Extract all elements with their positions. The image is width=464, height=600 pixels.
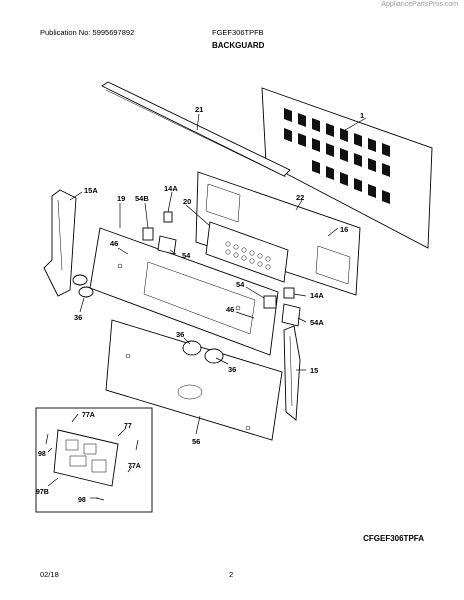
callout-21: 21 [195, 105, 203, 114]
section-title: BACKGUARD [212, 41, 265, 50]
callout-16: 16 [340, 225, 348, 234]
callout-56: 56 [192, 437, 200, 446]
callout-46-top: 46 [110, 239, 118, 248]
callout-14a-mid: 14A [310, 291, 324, 300]
part-20-control-board [205, 221, 289, 283]
callout-77a-bottom: 77A [128, 463, 141, 470]
reference-code: CFGEF306TPFA [363, 534, 424, 543]
callout-46-mid: 46 [226, 305, 234, 314]
part-16-backguard-frame [195, 171, 361, 296]
callout-77a-top: 77A [82, 412, 95, 419]
callout-1: 1 [360, 111, 364, 120]
callout-54-mid: 54 [236, 280, 245, 289]
part-56-control-panel [105, 319, 283, 441]
part-21-top-trim [101, 81, 291, 178]
footer-date: 02/18 [40, 570, 59, 579]
callout-98-bottom: 98 [78, 497, 86, 504]
model-number: FGEF306TPFB [212, 28, 264, 37]
callout-15: 15 [310, 366, 318, 375]
callout-98-left: 98 [38, 451, 46, 458]
callout-36-left: 36 [74, 313, 82, 322]
callout-54b: 54B [135, 194, 149, 203]
part-14a-top-switch [163, 211, 173, 223]
callout-97b: 97B [36, 489, 49, 496]
callout-77: 77 [124, 423, 132, 430]
part-54a-switch [281, 303, 301, 327]
knobs-36-left [72, 274, 94, 298]
watermark-text: AppliancePartsPros.com [381, 1, 458, 8]
callout-54a: 54A [310, 318, 324, 327]
part-15a-left-bracket [43, 189, 77, 297]
callout-54-top: 54 [182, 251, 191, 260]
callout-22: 22 [296, 193, 304, 202]
callout-20: 20 [183, 197, 191, 206]
rear-panel-vents [284, 108, 390, 204]
part-15-right-bracket [283, 325, 301, 421]
publication-number: Publication No: 5995697892 [40, 28, 135, 37]
part-54b-switch [142, 227, 154, 241]
callout-19: 19 [117, 194, 125, 203]
leader-lines [47, 113, 367, 499]
callout-15a: 15A [84, 186, 98, 195]
callout-14a-top: 14A [164, 184, 178, 193]
callout-36-b: 36 [228, 365, 236, 374]
part-1-rear-panel [261, 87, 433, 249]
callout-labels: 1 21 22 16 15A 19 54B 14A 20 46 54 36 54… [36, 105, 364, 504]
callout-36-a: 36 [176, 330, 184, 339]
part-14a-mid-switch [283, 287, 295, 299]
part-54-mid-bracket [263, 295, 277, 309]
part-19-front-console [89, 227, 279, 356]
inset-board-detail [35, 407, 153, 513]
page-number: 2 [229, 570, 234, 579]
part-54-top-bracket [157, 235, 177, 255]
